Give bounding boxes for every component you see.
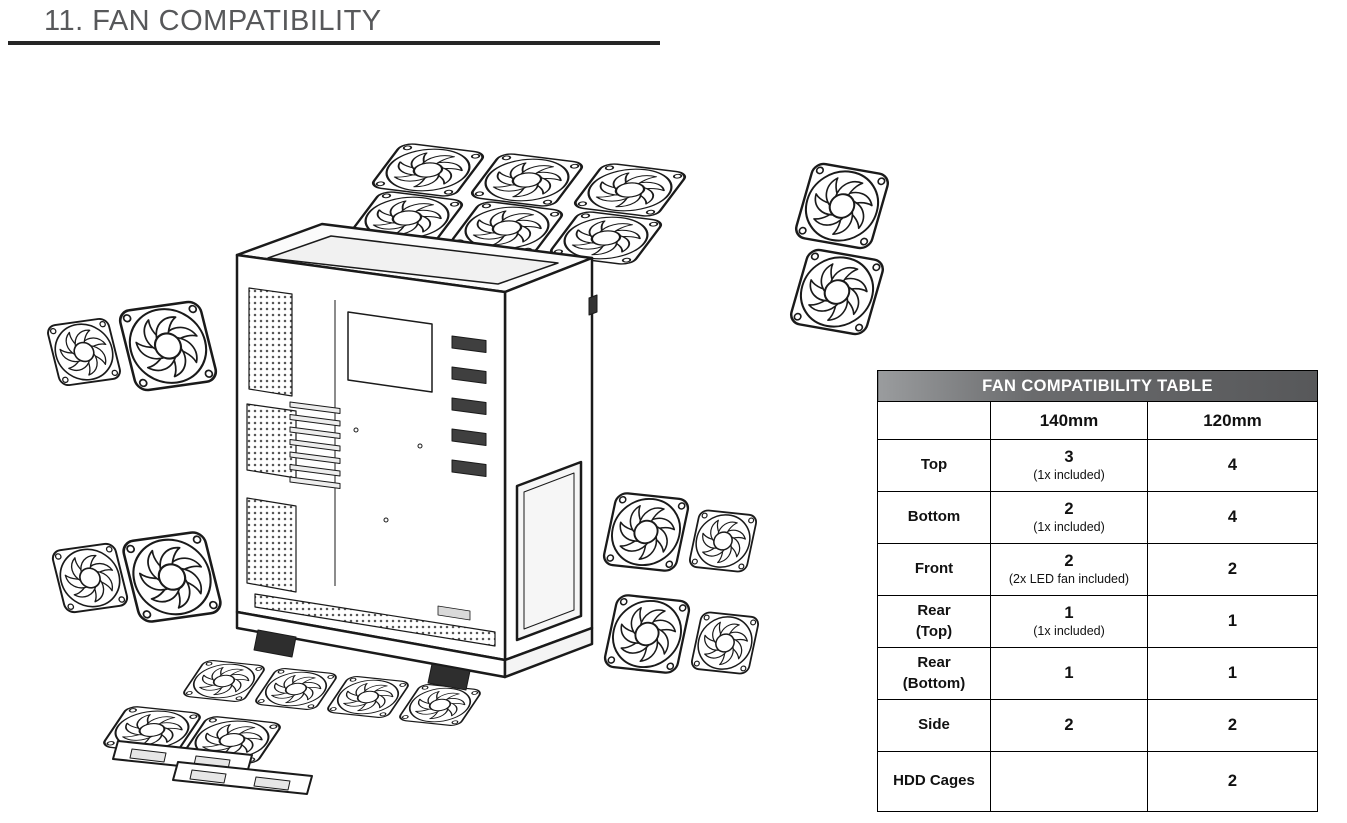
- fan-group-side: [602, 492, 760, 674]
- case-fan-icon: [51, 543, 129, 614]
- heading-rule: [8, 41, 660, 45]
- value-120mm: 4: [1227, 508, 1238, 527]
- column-header-blank: [877, 401, 991, 440]
- case-body: [235, 222, 598, 691]
- table-row-front: Front 2 (2x LED fan included) 2: [877, 543, 1319, 596]
- case-fan-icon: [468, 153, 585, 208]
- fan-group-bottom: [101, 660, 483, 795]
- row-label: Front: [877, 543, 991, 596]
- table-title: FAN COMPATIBILITY TABLE: [876, 370, 1319, 402]
- exploded-case-diagram: [0, 0, 900, 795]
- fan-rail: [112, 740, 313, 795]
- case-fan-icon: [325, 676, 410, 718]
- bottom-vent: [254, 593, 496, 647]
- mesh-vent: [246, 403, 297, 479]
- power-button: [588, 294, 598, 316]
- table-row-hdd-cages: HDD Cages 2: [877, 751, 1319, 812]
- case-fan-icon: [369, 143, 486, 198]
- fan-group-front: [789, 162, 891, 336]
- table-row-rear-bottom: Rear (Bottom) 1 1: [877, 647, 1319, 700]
- table-row-bottom: Bottom 2 (1x included) 4: [877, 491, 1319, 544]
- side-window: [515, 460, 583, 642]
- value-140mm: 2: [1064, 715, 1074, 734]
- brand-badge: [437, 605, 471, 621]
- case-fan-icon: [46, 318, 122, 386]
- row-label: Side: [877, 699, 991, 752]
- value-140mm: 1: [1064, 604, 1074, 623]
- value-120mm: 2: [1227, 560, 1238, 579]
- value-140mm: 2: [1064, 552, 1074, 571]
- row-label: Bottom: [877, 491, 991, 544]
- cpu-cutout: [347, 311, 433, 393]
- value-note: (2x LED fan included): [1008, 571, 1130, 586]
- case-fan-icon: [603, 594, 691, 673]
- value-120mm: 4: [1227, 456, 1238, 475]
- column-header-140mm: 140mm: [990, 401, 1148, 440]
- table-row-side: Side 2 2: [877, 699, 1319, 752]
- table-header-row: 140mm 120mm: [877, 401, 1319, 440]
- value-note: (1x included): [1033, 519, 1105, 534]
- case-fan-icon: [789, 248, 886, 336]
- row-label: Top: [877, 439, 991, 492]
- case-fan-icon: [690, 612, 759, 675]
- expansion-slots: [289, 401, 341, 489]
- case-fan-icon: [794, 162, 891, 250]
- value-140mm: 1: [1064, 663, 1074, 682]
- mesh-vent: [248, 287, 293, 397]
- case-fan-icon: [181, 660, 266, 702]
- page-title: 11. FAN COMPATIBILITY: [44, 5, 382, 37]
- value-120mm: 2: [1227, 772, 1238, 791]
- value-140mm: 3: [1064, 448, 1074, 467]
- cable-grommets: [451, 335, 487, 477]
- row-label: Rear (Bottom): [877, 647, 991, 700]
- value-note: (1x included): [1033, 623, 1105, 638]
- table-row-top: Top 3 (1x included) 4: [877, 439, 1319, 492]
- row-label: HDD Cages: [877, 751, 991, 812]
- value-120mm: 1: [1227, 664, 1238, 683]
- top-vent: [267, 235, 559, 285]
- mesh-vent: [246, 497, 297, 593]
- fan-group-rear-bottom: [51, 531, 223, 623]
- case-fan-icon: [253, 668, 338, 710]
- value-140mm: 2: [1064, 500, 1074, 519]
- case-fan-icon: [121, 531, 223, 623]
- case-fan-icon: [602, 492, 690, 571]
- case-fan-icon: [571, 163, 688, 218]
- value-120mm: 2: [1227, 716, 1238, 735]
- column-header-120mm: 120mm: [1146, 401, 1319, 440]
- case-foot: [253, 629, 297, 658]
- case-fan-icon: [397, 684, 482, 726]
- fan-compatibility-table: FAN COMPATIBILITY TABLE 140mm 120mm Top …: [876, 370, 1319, 812]
- case-fan-icon: [118, 301, 219, 392]
- case-foot: [427, 663, 471, 691]
- table-title-row: FAN COMPATIBILITY TABLE: [876, 370, 1319, 402]
- value-note: (1x included): [1033, 467, 1105, 482]
- value-120mm: 1: [1227, 612, 1238, 631]
- fan-group-rear-top: [46, 301, 218, 392]
- row-label: Rear (Top): [877, 595, 991, 648]
- table-row-rear-top: Rear (Top) 1 (1x included) 1: [877, 595, 1319, 648]
- case-fan-icon: [688, 510, 757, 573]
